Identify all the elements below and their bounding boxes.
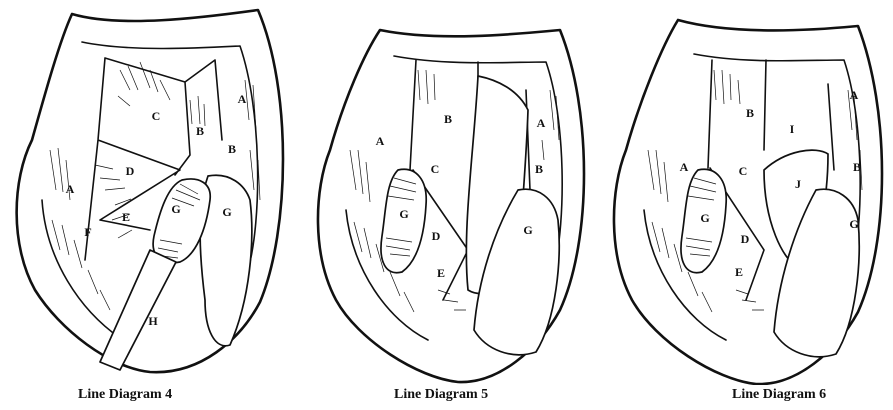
label-g-hatched: G: [171, 202, 180, 216]
label-a-left: A: [376, 134, 385, 148]
label-c: C: [739, 164, 748, 178]
label-g-left: G: [700, 211, 709, 225]
line-diagram-5: A A B B C D E G G: [298, 0, 596, 385]
label-e: E: [437, 266, 445, 280]
label-d: D: [741, 232, 750, 246]
label-g-left: G: [399, 207, 408, 221]
label-a-left: A: [680, 160, 689, 174]
label-c: C: [152, 109, 161, 123]
label-b-right: B: [535, 162, 543, 176]
label-i: I: [790, 122, 795, 136]
label-b-right: B: [853, 160, 861, 174]
label-g-right: G: [849, 217, 858, 231]
label-a-left: A: [66, 182, 75, 196]
label-d: D: [126, 164, 135, 178]
label-j: J: [795, 177, 801, 191]
label-b-center: B: [196, 124, 204, 138]
label-a-right: A: [238, 92, 247, 106]
line-diagram-6: A A B B C D E G G I J: [596, 0, 893, 385]
label-a-right: A: [537, 116, 546, 130]
label-g-right: G: [523, 223, 532, 237]
label-b-left: B: [444, 112, 452, 126]
caption-line-diagram-6: Line Diagram 6: [732, 387, 826, 403]
line-diagram-4: A A B B C D E F G G H: [0, 0, 298, 385]
label-b-left: B: [746, 106, 754, 120]
label-f: F: [84, 225, 91, 239]
label-h: H: [148, 314, 158, 328]
label-g-right: G: [222, 205, 231, 219]
label-b-right: B: [228, 142, 236, 156]
label-d: D: [432, 229, 441, 243]
caption-line-diagram-4: Line Diagram 4: [78, 387, 172, 403]
label-c: C: [431, 162, 440, 176]
label-a-right: A: [850, 88, 859, 102]
label-e: E: [122, 210, 130, 224]
caption-line-diagram-5: Line Diagram 5: [394, 387, 488, 403]
label-e: E: [735, 265, 743, 279]
